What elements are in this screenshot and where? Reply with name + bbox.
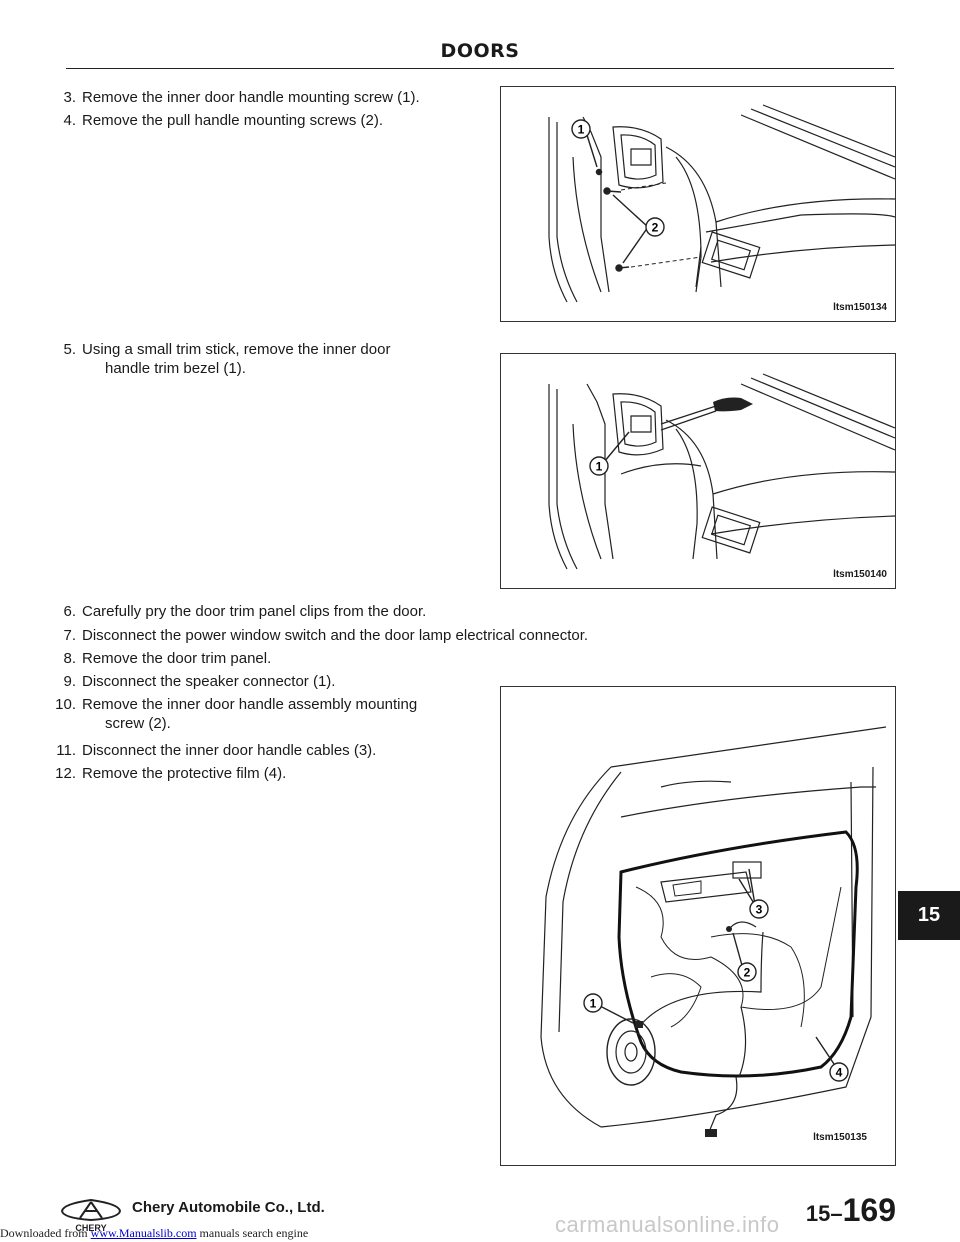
page-title: DOORS [440, 40, 520, 62]
step-number: 10. [55, 696, 76, 713]
logo-wordmark: CHERY [75, 1223, 106, 1232]
page-value: 169 [842, 1192, 896, 1228]
figure-id: ltsm150135 [813, 1132, 867, 1143]
step-10: 10. Remove the inner door handle assembl… [44, 695, 464, 735]
step-text: Disconnect the speaker connector (1). [82, 673, 336, 690]
company-name: Chery Automobile Co., Ltd. [132, 1199, 325, 1216]
callout-4: 4 [836, 1066, 843, 1080]
step-11: 11. Disconnect the inner door handle cab… [44, 741, 464, 760]
step-number: 8. [63, 650, 76, 667]
callout-2: 2 [744, 966, 751, 980]
step-text: Remove the protective film (4). [82, 765, 287, 782]
figure-id: ltsm150140 [833, 569, 887, 580]
step-text: Disconnect the inner door handle cables … [82, 742, 377, 759]
step-text: Carefully pry the door trim panel clips … [82, 603, 427, 620]
page-number: 15–169 [760, 1192, 896, 1229]
section-prefix: 15– [805, 1201, 843, 1226]
manualslib-link[interactable]: www.Manualslib.com [90, 1226, 197, 1240]
step-4: 4. Remove the pull handle mounting screw… [44, 111, 464, 130]
figure-door-inner-panel: 1 2 3 4 ltsm150135 [500, 686, 896, 1166]
door-handle-illustration: 1 2 [548, 104, 895, 303]
download-footer: Downloaded from www.Manualslib.com manua… [0, 1226, 308, 1241]
step-number: 11. [56, 742, 76, 759]
step-number: 7. [63, 627, 76, 644]
step-7: 7. Disconnect the power window switch an… [44, 626, 744, 645]
watermark: carmanualsonline.info [555, 1212, 780, 1237]
door-panel-illustration: 1 2 3 4 [540, 726, 887, 1137]
step-5: 5. Using a small trim stick, remove the … [44, 340, 464, 380]
step-text: Remove the pull handle mounting screws (… [82, 112, 383, 129]
step-6: 6. Carefully pry the door trim panel cli… [44, 602, 744, 621]
step-number: 6. [63, 603, 76, 620]
chery-logo-icon: CHERY [60, 1198, 122, 1232]
step-3: 3. Remove the inner door handle mounting… [44, 88, 464, 107]
step-text-continued: handle trim bezel (1). [105, 360, 246, 377]
figure-trim-bezel: 1 ltsm150140 [500, 353, 896, 589]
step-number: 9. [63, 673, 76, 690]
step-number: 4. [63, 112, 76, 129]
figure-id: ltsm150134 [833, 302, 887, 313]
trim-stick-illustration: 1 [548, 373, 895, 570]
download-prefix: Downloaded from [0, 1226, 91, 1240]
step-number: 3. [63, 89, 76, 106]
step-text: Disconnect the power window switch and t… [82, 627, 589, 644]
step-text: Remove the inner door handle mounting sc… [82, 89, 420, 106]
step-8: 8. Remove the door trim panel. [44, 649, 464, 668]
figure-inner-handle-screws: 1 2 ltsm150134 [500, 86, 896, 322]
step-text: Remove the inner door handle assembly mo… [82, 696, 418, 713]
callout-1: 1 [590, 997, 597, 1011]
callout-3: 3 [756, 903, 763, 917]
step-12: 12. Remove the protective film (4). [44, 764, 464, 783]
step-text-continued: screw (2). [105, 715, 171, 732]
chapter-tab: 15 [898, 891, 960, 940]
header-rule [66, 68, 894, 69]
callout-1: 1 [578, 123, 585, 137]
download-suffix: manuals search engine [196, 1226, 309, 1240]
step-number: 12. [55, 765, 76, 782]
step-text: Remove the door trim panel. [82, 650, 272, 667]
step-number: 5. [63, 341, 76, 358]
callout-1: 1 [596, 460, 603, 474]
step-9: 9. Disconnect the speaker connector (1). [44, 672, 464, 691]
callout-2: 2 [652, 221, 659, 235]
step-text: Using a small trim stick, remove the inn… [82, 341, 391, 358]
